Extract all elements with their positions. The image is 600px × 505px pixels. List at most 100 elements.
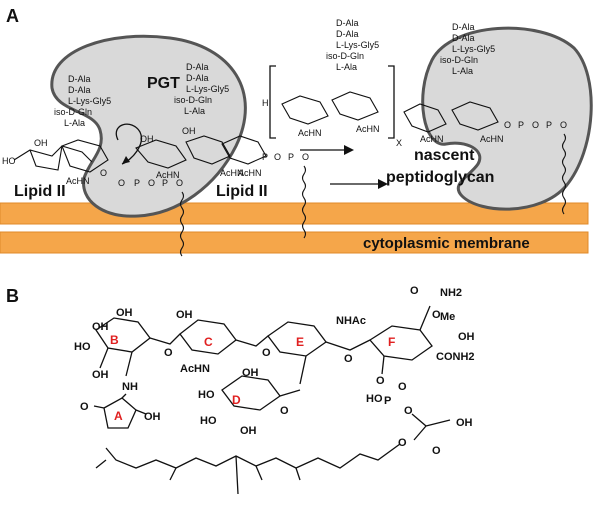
moenocinol-chain: [95, 443, 401, 495]
svg-text:P: P: [162, 178, 168, 188]
svg-text:OH: OH: [176, 309, 193, 321]
svg-text:P: P: [134, 178, 140, 188]
svg-text:O: O: [302, 152, 309, 162]
stem-peptide-4: D-Ala D-Ala L-Lys-Gly5 iso-D-Gln L-Ala: [440, 22, 495, 76]
svg-text:D-Ala: D-Ala: [336, 29, 359, 39]
svg-text:AcHN: AcHN: [156, 170, 180, 180]
svg-text:L-Ala: L-Ala: [336, 62, 357, 72]
svg-text:O: O: [432, 309, 441, 321]
ring-f: O F O NH2 O Me OH CONH2 O: [325, 285, 475, 387]
svg-text:B: B: [110, 333, 119, 347]
svg-text:P: P: [518, 120, 524, 130]
lipid-tail-left: [179, 191, 185, 257]
svg-text:L-Lys-Gly5: L-Lys-Gly5: [336, 40, 379, 50]
svg-text:D: D: [232, 393, 241, 407]
membrane-inner-leaflet: [0, 231, 589, 254]
svg-text:HO: HO: [74, 341, 91, 353]
svg-text:NHAc: NHAc: [336, 315, 366, 327]
svg-text:HO: HO: [200, 415, 217, 427]
repeat-x: X: [396, 138, 402, 148]
stem-peptide-1: D-Ala D-Ala L-Lys-Gly5 iso-D-Gln L-Ala: [54, 74, 111, 128]
bracket-left: [269, 65, 276, 139]
lipid-ii-right-sugars: AcHN: [221, 135, 267, 178]
reaction-arrow-lower: [330, 179, 388, 189]
svg-text:O: O: [432, 445, 441, 457]
svg-text:D-Ala: D-Ala: [68, 85, 91, 95]
pgt-enzyme: [50, 34, 247, 218]
h-terminus: H: [262, 98, 269, 108]
nascent-label-line2: peptidoglycan: [386, 169, 494, 186]
pyrophosphate-right: P O P O: [262, 152, 309, 162]
stem-peptide-2: D-Ala D-Ala L-Lys-Gly5 iso-D-Gln L-Ala: [174, 62, 229, 116]
svg-text:OH: OH: [92, 369, 109, 381]
svg-text:OH: OH: [144, 411, 161, 423]
svg-text:C: C: [204, 335, 213, 349]
svg-text:OH: OH: [34, 138, 48, 148]
pgt-label: PGT: [147, 75, 180, 92]
lipid-ii-right-label: Lipid II: [216, 183, 268, 200]
svg-text:L-Lys-Gly5: L-Lys-Gly5: [452, 44, 495, 54]
nascent-sugars: AcHN AcHN O P O P O: [403, 101, 567, 144]
repeat-unit-sugars: AcHN AcHN: [281, 91, 380, 138]
svg-text:O: O: [148, 178, 155, 188]
svg-text:OH: OH: [240, 425, 257, 437]
lipid-ii-left-sugars: HO OH AcHN O: [2, 138, 109, 186]
svg-text:NH: NH: [122, 381, 138, 393]
svg-text:O: O: [118, 178, 125, 188]
svg-text:D-Ala: D-Ala: [452, 22, 475, 32]
svg-text:D-Ala: D-Ala: [68, 74, 91, 84]
lipid-tail-right: [301, 165, 307, 239]
svg-text:P: P: [262, 152, 268, 162]
svg-text:P: P: [288, 152, 294, 162]
svg-text:AcHN: AcHN: [356, 124, 380, 134]
svg-text:iso-D-Gln: iso-D-Gln: [440, 55, 478, 65]
svg-text:HO: HO: [366, 393, 383, 405]
svg-text:E: E: [296, 335, 304, 349]
svg-text:AcHN: AcHN: [220, 168, 244, 178]
ring-c: O C OH AcHN: [149, 309, 237, 375]
svg-text:O: O: [376, 375, 385, 387]
svg-text:D-Ala: D-Ala: [186, 62, 209, 72]
svg-text:D-Ala: D-Ala: [186, 73, 209, 83]
svg-text:L-Lys-Gly5: L-Lys-Gly5: [68, 96, 111, 106]
svg-text:AcHN: AcHN: [298, 128, 322, 138]
svg-text:iso-D-Gln: iso-D-Gln: [54, 107, 92, 117]
panel-label-b: B: [6, 286, 19, 306]
svg-text:O: O: [398, 381, 407, 393]
svg-text:CONH2: CONH2: [436, 351, 475, 363]
nascent-label-line1: nascent: [414, 147, 475, 164]
svg-text:OH: OH: [458, 331, 475, 343]
svg-text:F: F: [388, 335, 395, 349]
svg-text:iso-D-Gln: iso-D-Gln: [326, 51, 364, 61]
svg-text:OH: OH: [116, 307, 133, 319]
svg-text:AcHN: AcHN: [180, 363, 210, 375]
svg-text:O: O: [560, 120, 567, 130]
svg-text:HO: HO: [2, 156, 16, 166]
svg-text:P: P: [384, 395, 391, 407]
lipid-tail-nascent: [561, 133, 567, 215]
svg-text:L-Ala: L-Ala: [184, 106, 205, 116]
svg-text:O: O: [80, 401, 89, 413]
ring-a: O OH A: [80, 393, 161, 429]
svg-text:OH: OH: [92, 321, 109, 333]
svg-text:O: O: [176, 178, 183, 188]
svg-text:iso-D-Gln: iso-D-Gln: [174, 95, 212, 105]
svg-text:L-Ala: L-Ala: [452, 66, 473, 76]
svg-text:AcHN: AcHN: [480, 134, 504, 144]
svg-text:A: A: [114, 409, 123, 423]
svg-text:O: O: [280, 405, 289, 417]
svg-text:O: O: [262, 347, 271, 359]
methyl-branches: [169, 467, 301, 481]
membrane-label: cytoplasmic membrane: [363, 235, 530, 252]
nascent-enzyme: [421, 26, 593, 211]
reaction-arrow-upper: [300, 145, 354, 155]
svg-text:OH: OH: [182, 126, 196, 136]
transfer-arrowhead: [122, 156, 130, 164]
svg-text:L-Lys-Gly5: L-Lys-Gly5: [186, 84, 229, 94]
svg-text:OH: OH: [456, 417, 473, 429]
svg-text:O: O: [274, 152, 281, 162]
lipid-ii-middle-sugars: AcHN AcHN OH OH: [135, 126, 244, 180]
transfer-arrow-curved: [115, 123, 143, 165]
svg-text:D-Ala: D-Ala: [452, 33, 475, 43]
